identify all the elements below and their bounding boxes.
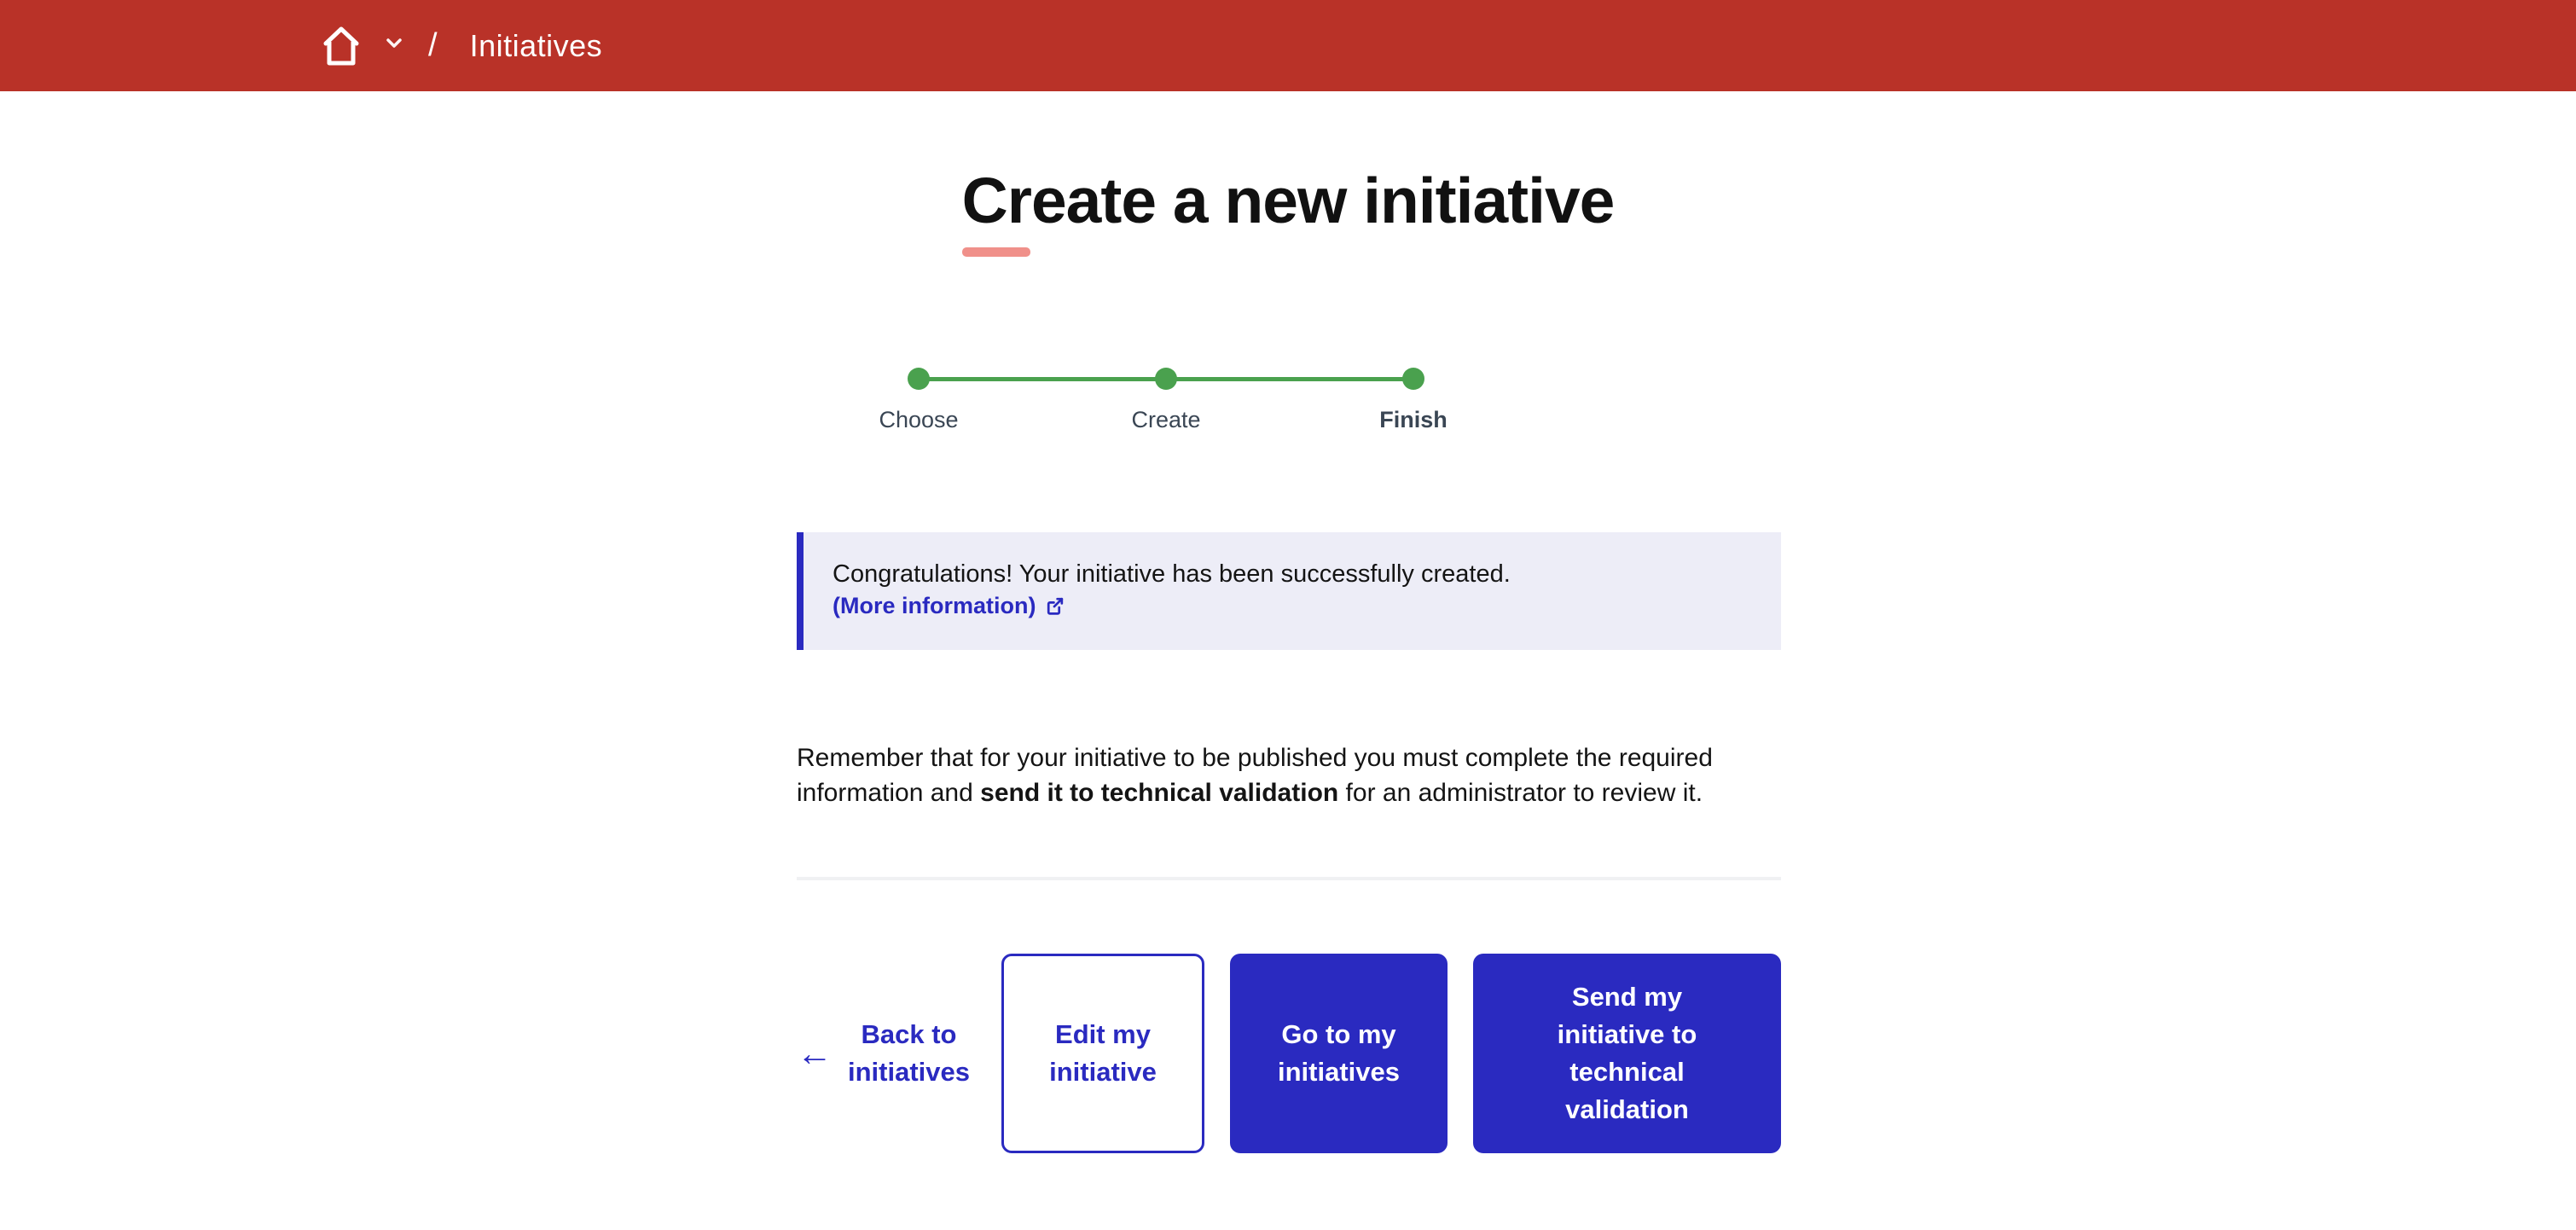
send-button-label-line1: Send my <box>1571 982 1683 1012</box>
progress-stepper: Choose Create Finish <box>879 368 1448 457</box>
step-dot-choose <box>908 368 930 390</box>
publish-reminder-text: Remember that for your initiative to be … <box>797 744 1713 807</box>
action-buttons-row: ← Back to initiatives Edit my initiative… <box>797 954 1781 1153</box>
page-title: Create a new initiative <box>961 165 1616 236</box>
back-arrow-icon: ← <box>797 1033 833 1073</box>
title-underline <box>961 247 1030 257</box>
go-button-label-line1: Go to my <box>1281 1019 1396 1049</box>
back-link-label-line1: Back to <box>861 1019 957 1049</box>
step-label-choose: Choose <box>879 407 959 432</box>
send-button-label-line4: validation <box>1565 1094 1689 1124</box>
technical-validation-emphasis: send it to technical validation <box>980 779 1339 807</box>
edit-my-initiative-button[interactable]: Edit my initiative <box>1001 954 1204 1153</box>
send-button-label-line3: technical <box>1569 1057 1685 1087</box>
home-button[interactable] <box>322 24 360 68</box>
breadcrumb-expand-button[interactable] <box>386 38 403 54</box>
step-dot-finish <box>1402 368 1424 390</box>
send-button-label-line2: initiative to <box>1557 1019 1697 1049</box>
home-icon <box>322 24 360 68</box>
go-to-my-initiatives-button[interactable]: Go to my initiatives <box>1230 954 1448 1153</box>
external-link-icon <box>1044 595 1065 617</box>
step-dot-create <box>1155 368 1177 390</box>
step-label-finish: Finish <box>1379 407 1448 432</box>
more-information-link[interactable]: (More information) <box>833 593 1065 619</box>
breadcrumb-initiatives-link[interactable]: Initiatives <box>469 27 603 63</box>
top-navigation-bar: / Initiatives <box>0 0 2576 91</box>
breadcrumb-separator: / <box>428 27 438 63</box>
section-divider <box>797 877 1781 880</box>
step-label-create: Create <box>1131 407 1201 432</box>
more-information-label: (More information) <box>833 593 1036 618</box>
go-button-label-line2: initiatives <box>1278 1057 1400 1087</box>
title-section: Create a new initiative <box>0 169 2576 257</box>
back-to-initiatives-link[interactable]: ← Back to initiatives <box>797 954 970 1153</box>
back-link-label-line2: initiatives <box>848 1057 970 1087</box>
edit-button-label-line2: initiative <box>1049 1057 1157 1087</box>
send-to-technical-validation-button[interactable]: Send my initiative to technical validati… <box>1473 954 1781 1153</box>
success-message: Congratulations! Your initiative has bee… <box>833 560 1511 588</box>
edit-button-label-line1: Edit my <box>1055 1019 1151 1049</box>
chevron-down-icon <box>386 38 403 54</box>
success-alert: Congratulations! Your initiative has bee… <box>797 532 1781 650</box>
